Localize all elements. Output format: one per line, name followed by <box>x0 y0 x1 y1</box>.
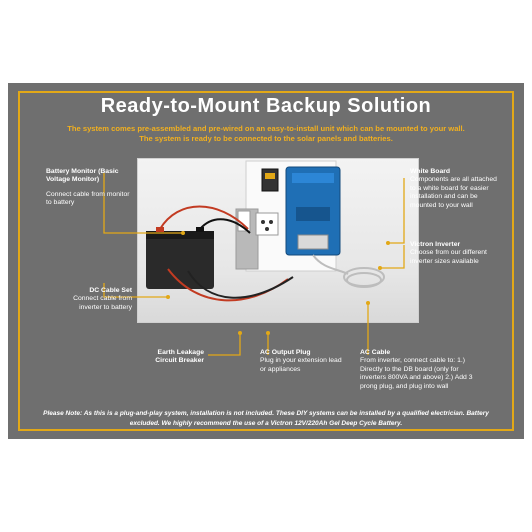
installation-note: Please Note: As this is a plug-and-play … <box>43 410 489 427</box>
callout-text: Choose from our different inverter sizes… <box>410 249 487 265</box>
callout-victron-inverter: Victron Inverter Choose from our differe… <box>410 241 502 266</box>
callout-heading: Earth Leakage Circuit Breaker <box>155 349 204 365</box>
plug-image <box>237 210 279 236</box>
callout-battery-monitor: Battery Monitor (Basic Voltage Monitor) … <box>46 168 130 208</box>
callout-heading: White Board <box>410 168 451 175</box>
callout-ac-output: AC Output Plug Plug in your extension le… <box>260 349 348 374</box>
callout-white-board: White Board Components are all attached … <box>410 168 502 210</box>
callout-text: From inverter, connect cable to: 1.) Dir… <box>360 357 473 390</box>
callout-text: Plug in your extension lead or appliance… <box>260 357 342 373</box>
callout-text: Components are all attached to a white b… <box>410 176 497 209</box>
product-photo <box>137 158 419 323</box>
callout-heading: Battery Monitor (Basic Voltage Monitor) <box>46 168 119 184</box>
product-illustration <box>146 160 385 302</box>
callout-heading: Victron Inverter <box>410 241 461 248</box>
callout-heading: AC Cable <box>360 349 391 356</box>
info-panel: Ready-to-Mount Backup Solution The syste… <box>8 83 524 439</box>
battery-image <box>146 227 214 289</box>
callout-heading: AC Output Plug <box>260 349 311 356</box>
callout-ac-cable: AC Cable From inverter, connect cable to… <box>360 349 478 391</box>
subtitle: The system comes pre-assembled and pre-w… <box>67 124 465 143</box>
callout-dc-cable: DC Cable Set Connect cable from inverter… <box>52 287 132 312</box>
inverter-image <box>285 166 341 256</box>
callout-lines <box>103 173 405 356</box>
cable-coil-image <box>343 267 385 288</box>
page-title: Ready-to-Mount Backup Solution <box>100 95 432 117</box>
callout-text: Connect cable from inverter to battery <box>73 295 132 311</box>
callout-earth-leakage: Earth Leakage Circuit Breaker <box>138 349 204 366</box>
panel-frame <box>18 91 514 431</box>
callout-text: Connect cable from monitor to battery <box>46 190 130 207</box>
callout-heading: DC Cable Set <box>89 287 132 294</box>
